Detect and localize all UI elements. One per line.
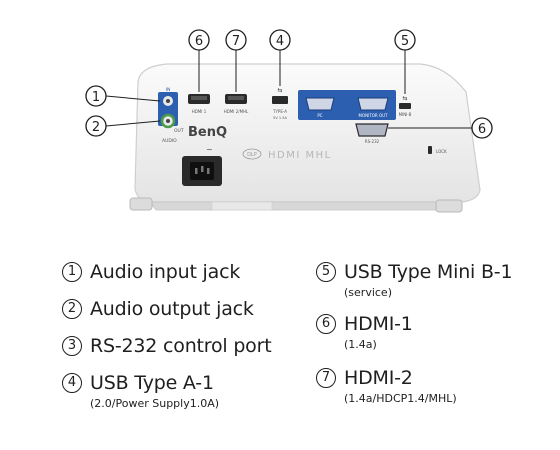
vga-port-panel: PC MONITOR OUT [298,90,396,120]
legend-number: 5 [316,262,336,282]
callout-hdmi-2: 7 [225,29,247,51]
dlp-logo: DLP [242,148,262,160]
callout-audio-input: 1 [85,85,107,107]
audio-label: AUDIO [162,138,177,144]
legend-label: HDMI-1 [344,313,413,335]
svg-text:1: 1 [92,90,100,105]
svg-text:6: 6 [195,34,203,49]
svg-text:6: 6 [478,122,486,137]
legend-label: USB Type Mini B-1 [344,261,513,283]
legend-column-right: 5 USB Type Mini B-1 (service) 6 HDMI-1 (… [316,258,513,406]
svg-text:⇆: ⇆ [402,95,407,102]
projector-rear-diagram: IN OUT AUDIO HDMI 1 HDMI 2/MHL ⇆ TYPE-A … [85,29,493,213]
projector-body [129,63,481,213]
hdmi-1-port: HDMI 1 [188,94,210,114]
legend-label: RS-232 control port [90,335,272,357]
svg-text:HDMI 2/MHL: HDMI 2/MHL [224,109,249,114]
legend-sublabel: (2.0/Power Supply1.0A) [90,397,220,410]
port-legend: 1 Audio input jack 2 Audio output jack 3… [0,258,560,448]
legend-label: Audio output jack [90,298,254,320]
callout-rs-232: 6 [471,117,493,139]
callout-usb-type-a: 4 [269,29,291,51]
audio-out-label: OUT [174,128,184,134]
hdmi-mhl-logo: HDMI MHL [268,150,332,161]
legend-item-usb-type-a: 4 USB Type A-1 (2.0/Power Supply1.0A) [62,369,271,411]
svg-text:⇆: ⇆ [277,87,282,94]
legend-number: 4 [62,373,82,393]
svg-text:4: 4 [276,34,284,49]
audio-jack-panel: IN OUT AUDIO [158,87,184,144]
legend-number: 1 [62,262,82,282]
brand-logo: BenQ [188,125,227,140]
legend-sublabel: (1.4a) [344,338,377,351]
svg-text:TYPE-A: TYPE-A [272,109,287,114]
svg-text:MINI-B: MINI-B [399,112,412,117]
foot-right [435,199,463,213]
legend-item-audio-input: 1 Audio input jack [62,258,271,295]
callout-usb-mini-b: 5 [394,29,416,51]
svg-text:2: 2 [92,120,100,135]
svg-text:7: 7 [232,34,240,49]
legend-item-usb-mini-b: 5 USB Type Mini B-1 (service) [316,258,513,310]
legend-item-rs-232: 3 RS-232 control port [62,332,272,369]
legend-sublabel: (service) [344,286,392,299]
svg-text:MONITOR OUT: MONITOR OUT [359,113,388,118]
legend-label: Audio input jack [90,261,241,283]
legend-number: 7 [316,368,336,388]
legend-item-audio-output: 2 Audio output jack [62,295,271,332]
usb-type-a-port: ⇆ TYPE-A 5V 1.5A [272,87,288,120]
svg-text:RS-232: RS-232 [365,139,380,144]
legend-item-hdmi-2: 7 HDMI-2 (1.4a/HDCP1.4/MHL) [316,364,512,406]
legend-item-hdmi-1: 6 HDMI-1 (1.4a) [316,310,512,364]
monitor-out-vga-port [357,97,389,111]
usb-mini-b-port: ⇆ MINI-B [399,95,412,117]
svg-text:5: 5 [401,34,409,49]
svg-text:~: ~ [206,145,213,154]
svg-text:LOCK: LOCK [436,149,447,154]
hdmi-2-port: HDMI 2/MHL [224,94,249,114]
legend-number: 6 [316,314,336,334]
svg-text:HDMI 1: HDMI 1 [192,109,207,114]
svg-text:PC: PC [317,113,322,118]
callout-lines [105,50,472,129]
front-foot-left [129,197,153,211]
legend-number: 3 [62,336,82,356]
legend-sublabel: (1.4a/HDCP1.4/MHL) [344,392,457,405]
kensington-lock: LOCK [428,146,447,154]
legend-label: USB Type A-1 [90,372,214,394]
legend-label: HDMI-2 [344,367,413,389]
callout-audio-output: 2 [85,115,107,137]
svg-text:DLP: DLP [247,152,257,158]
rs-232-port: RS-232 [355,123,389,144]
power-socket: ~ [182,145,222,186]
legend-column-left: 1 Audio input jack 2 Audio output jack 3… [62,258,272,411]
audio-in-label: IN [166,87,171,93]
callout-7-hdmi-1: 6 [188,29,210,51]
legend-number: 2 [62,299,82,319]
pc-vga-port [305,97,335,111]
svg-text:5V 1.5A: 5V 1.5A [273,116,287,120]
